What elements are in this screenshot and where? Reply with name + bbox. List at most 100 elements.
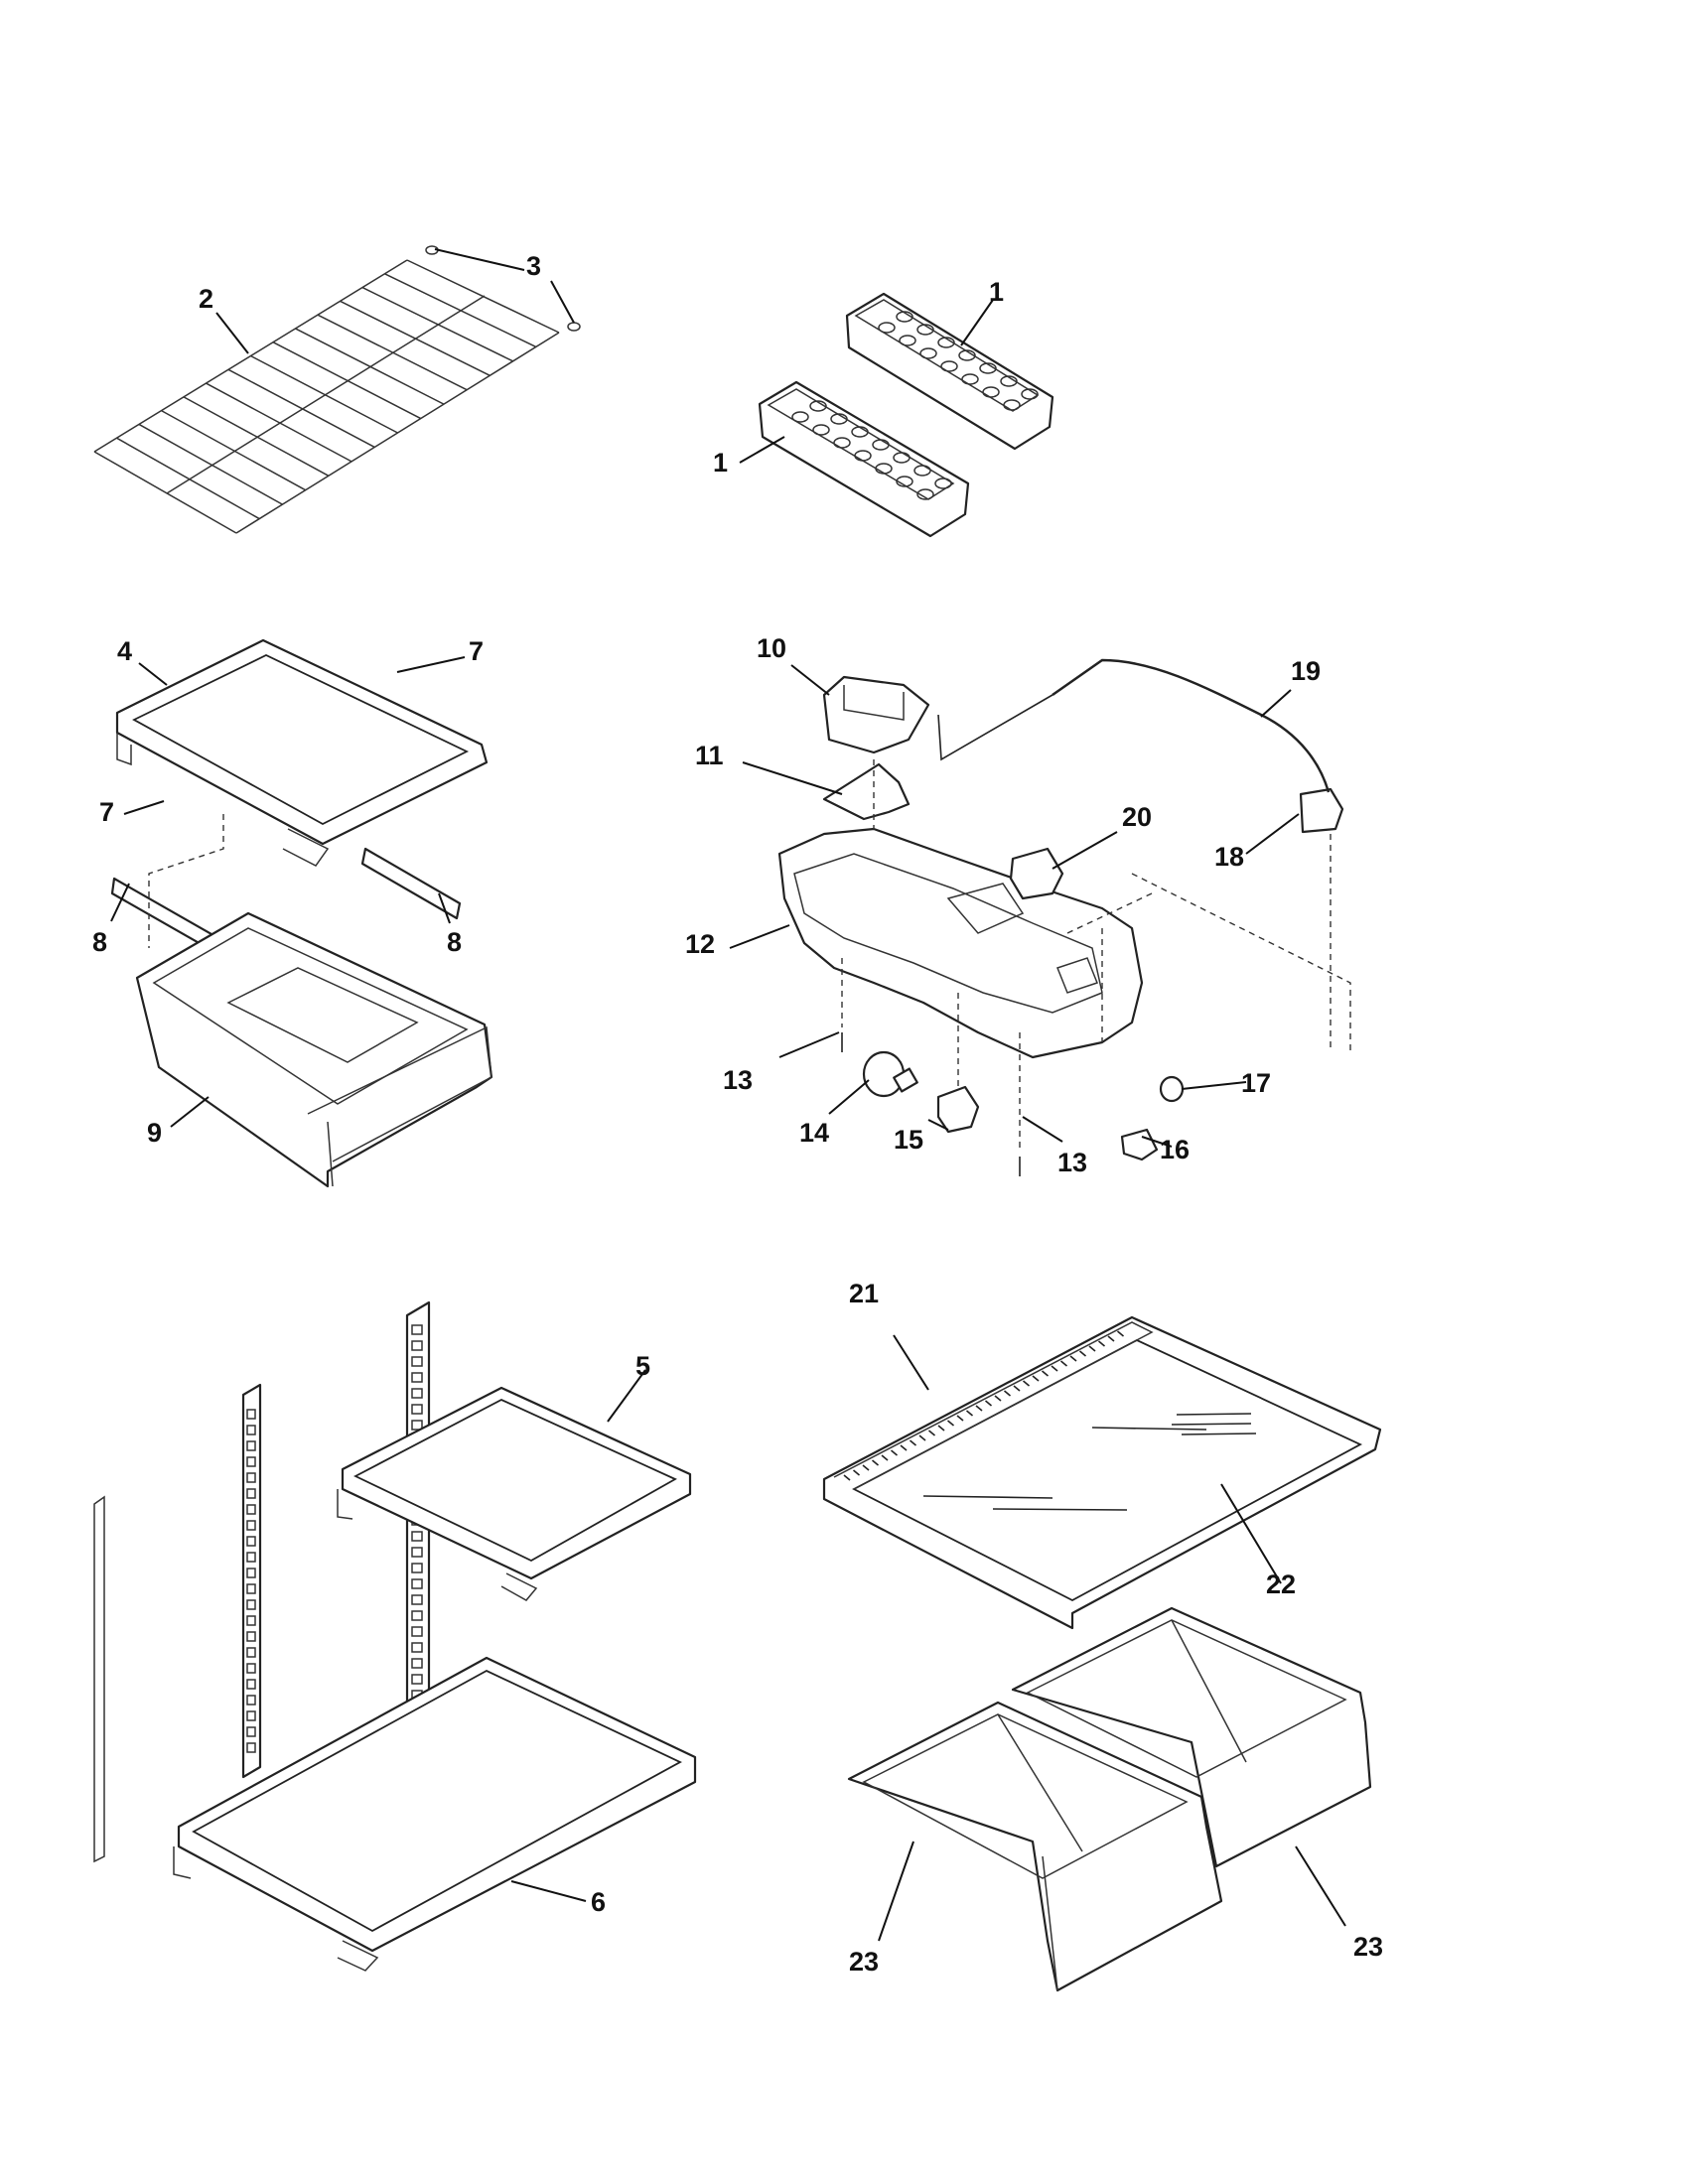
glass-shelf-upper (337, 1386, 692, 1601)
rail-slot (246, 1742, 256, 1753)
shelf-wire (406, 259, 560, 334)
rail-slot (246, 1615, 256, 1626)
rail-slot (246, 1599, 256, 1610)
cover-vent-slot (900, 1444, 908, 1451)
rail-slot (246, 1536, 256, 1547)
cover-vent-slot (1059, 1360, 1068, 1367)
ice-cell (872, 439, 890, 451)
ice-cell (979, 362, 997, 374)
callout-19: 19 (1291, 656, 1321, 686)
rail-slot (411, 1642, 423, 1653)
ice-cell (982, 386, 1000, 398)
ice-cell (1021, 388, 1039, 400)
cover-vent-slot (1041, 1370, 1050, 1377)
rail-slot (411, 1531, 423, 1542)
shelf-wire (361, 286, 513, 362)
rail-slot (411, 1324, 423, 1335)
cover-vent-slot (984, 1400, 993, 1407)
rail-slot (411, 1420, 423, 1431)
rail-slot (246, 1568, 256, 1578)
shelf-wire (161, 409, 307, 491)
door-switch (1299, 787, 1344, 834)
callout-6: 6 (591, 1887, 606, 1917)
ice-cell (913, 465, 931, 477)
rail-slot (246, 1425, 256, 1435)
callout-15: 15 (894, 1125, 923, 1155)
cover-vent-slot (843, 1474, 851, 1481)
ice-cell (875, 463, 893, 475)
callout-7-upper: 7 (469, 636, 484, 666)
ice-cell (961, 373, 979, 385)
shelf-wire (227, 368, 375, 449)
rail-slot (246, 1456, 256, 1467)
rail-slot (411, 1547, 423, 1558)
cover-vent-slot (937, 1425, 945, 1432)
thermostat (1009, 847, 1064, 900)
ice-cell (937, 337, 955, 348)
cover-vent-slot (946, 1420, 955, 1427)
callout-9: 9 (147, 1118, 162, 1148)
ice-cell (896, 311, 913, 323)
callout-17: 17 (1241, 1068, 1271, 1098)
ice-cell (896, 476, 913, 487)
callout-23-right: 23 (1353, 1932, 1383, 1962)
ice-cell (851, 426, 869, 438)
callout-1-lower: 1 (713, 448, 728, 478)
rail-slot (246, 1472, 256, 1483)
ice-cell (940, 360, 958, 372)
callout-8-right: 8 (447, 927, 462, 957)
callout-3: 3 (526, 251, 541, 281)
callout-1-upper: 1 (989, 277, 1004, 307)
cover-vent-slot (1078, 1350, 1087, 1357)
shelf-wire (183, 396, 330, 477)
callout-13-right: 13 (1057, 1148, 1087, 1177)
callout-7-lower: 7 (99, 797, 114, 827)
ice-cell (893, 452, 911, 464)
crisper-drawer-left (847, 1701, 1223, 1992)
cover-vent-slot (909, 1439, 917, 1446)
light-bulb (862, 1050, 918, 1098)
rail-slot (411, 1674, 423, 1685)
cover-vent-slot (1097, 1340, 1106, 1347)
ice-tray-front (758, 380, 970, 538)
callout-22: 22 (1266, 1570, 1296, 1599)
callout-8-left: 8 (92, 927, 107, 957)
cover-vent-slot (1032, 1375, 1040, 1382)
callout-14: 14 (799, 1118, 829, 1148)
ice-cell (809, 400, 827, 412)
ice-cell (916, 488, 934, 500)
callout-11: 11 (695, 741, 724, 770)
cover-vent-slot (862, 1464, 870, 1471)
rail-slot (246, 1583, 256, 1594)
leader-lines (110, 248, 1346, 1942)
callout-labels: 3 2 1 1 4 7 7 8 8 9 10 11 12 13 13 14 15… (92, 251, 1383, 1977)
rail-slot (411, 1594, 423, 1605)
ice-cell (899, 335, 916, 346)
rail-slot (411, 1658, 423, 1669)
ice-tray-back (845, 292, 1054, 451)
rail-slot (246, 1631, 256, 1642)
shelf-wire (317, 314, 468, 391)
control-knob-housing (822, 675, 930, 754)
shelf-wire (340, 300, 491, 376)
rail-slot (246, 1726, 256, 1737)
shelf-wire (138, 423, 283, 505)
callout-23-left: 23 (849, 1947, 879, 1977)
control-housing-body (777, 827, 1144, 1059)
cover-vent-slot (994, 1395, 1002, 1402)
rail-slot (411, 1404, 423, 1415)
shelf-wire (295, 328, 445, 405)
rail-slot (246, 1440, 256, 1451)
rail-slot (411, 1610, 423, 1621)
ice-cell (958, 349, 976, 361)
light-switch (1120, 1128, 1159, 1161)
rail-slot (246, 1409, 256, 1420)
control-knob (1159, 1075, 1185, 1103)
ice-cell (830, 413, 848, 425)
shelf-wire (206, 382, 352, 463)
ice-cell (854, 450, 872, 462)
screws (841, 1032, 1021, 1176)
ice-cell (916, 324, 934, 336)
rail-slot (246, 1504, 256, 1515)
